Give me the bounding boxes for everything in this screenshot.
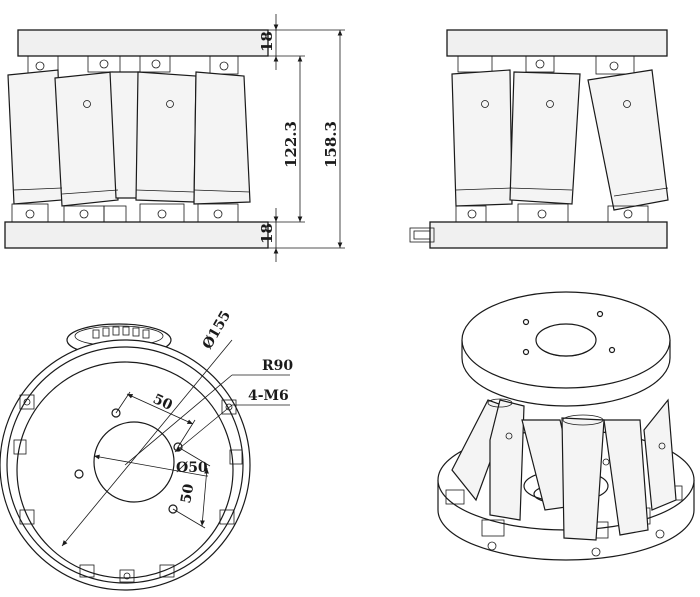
side-top-plate <box>446 29 668 57</box>
dim-total-height: 158.3 <box>322 121 340 168</box>
top-view: Ø155 R90 4-M6 Ø50 50 50 <box>0 308 293 591</box>
front-dimensions <box>268 14 345 262</box>
dim-outer-diameter: Ø155 <box>200 308 235 352</box>
front-legs <box>7 69 251 207</box>
top-dimensions <box>61 339 290 547</box>
dim-spacing-b: 50 <box>178 482 197 504</box>
iso-top-plate <box>461 291 671 389</box>
dim-bottom-plate: 18 <box>258 223 276 244</box>
dim-hole-spec: 4-M6 <box>248 388 289 404</box>
ring-joints <box>13 394 243 583</box>
iso-legs <box>451 398 677 541</box>
dim-center-hole: Ø50 <box>176 460 208 476</box>
front-view: 18 18 122.3 158.3 <box>4 14 345 262</box>
dim-radius: R90 <box>262 358 293 374</box>
side-view <box>409 29 669 249</box>
dim-top-plate: 18 <box>258 31 276 52</box>
bottom-plate <box>4 221 269 249</box>
dim-spacing-a: 50 <box>150 391 175 414</box>
top-plate <box>17 29 269 57</box>
connector <box>409 227 435 243</box>
side-bottom-plate <box>429 221 668 249</box>
dim-leg-height: 122.3 <box>282 121 300 168</box>
isometric-view <box>437 291 695 561</box>
